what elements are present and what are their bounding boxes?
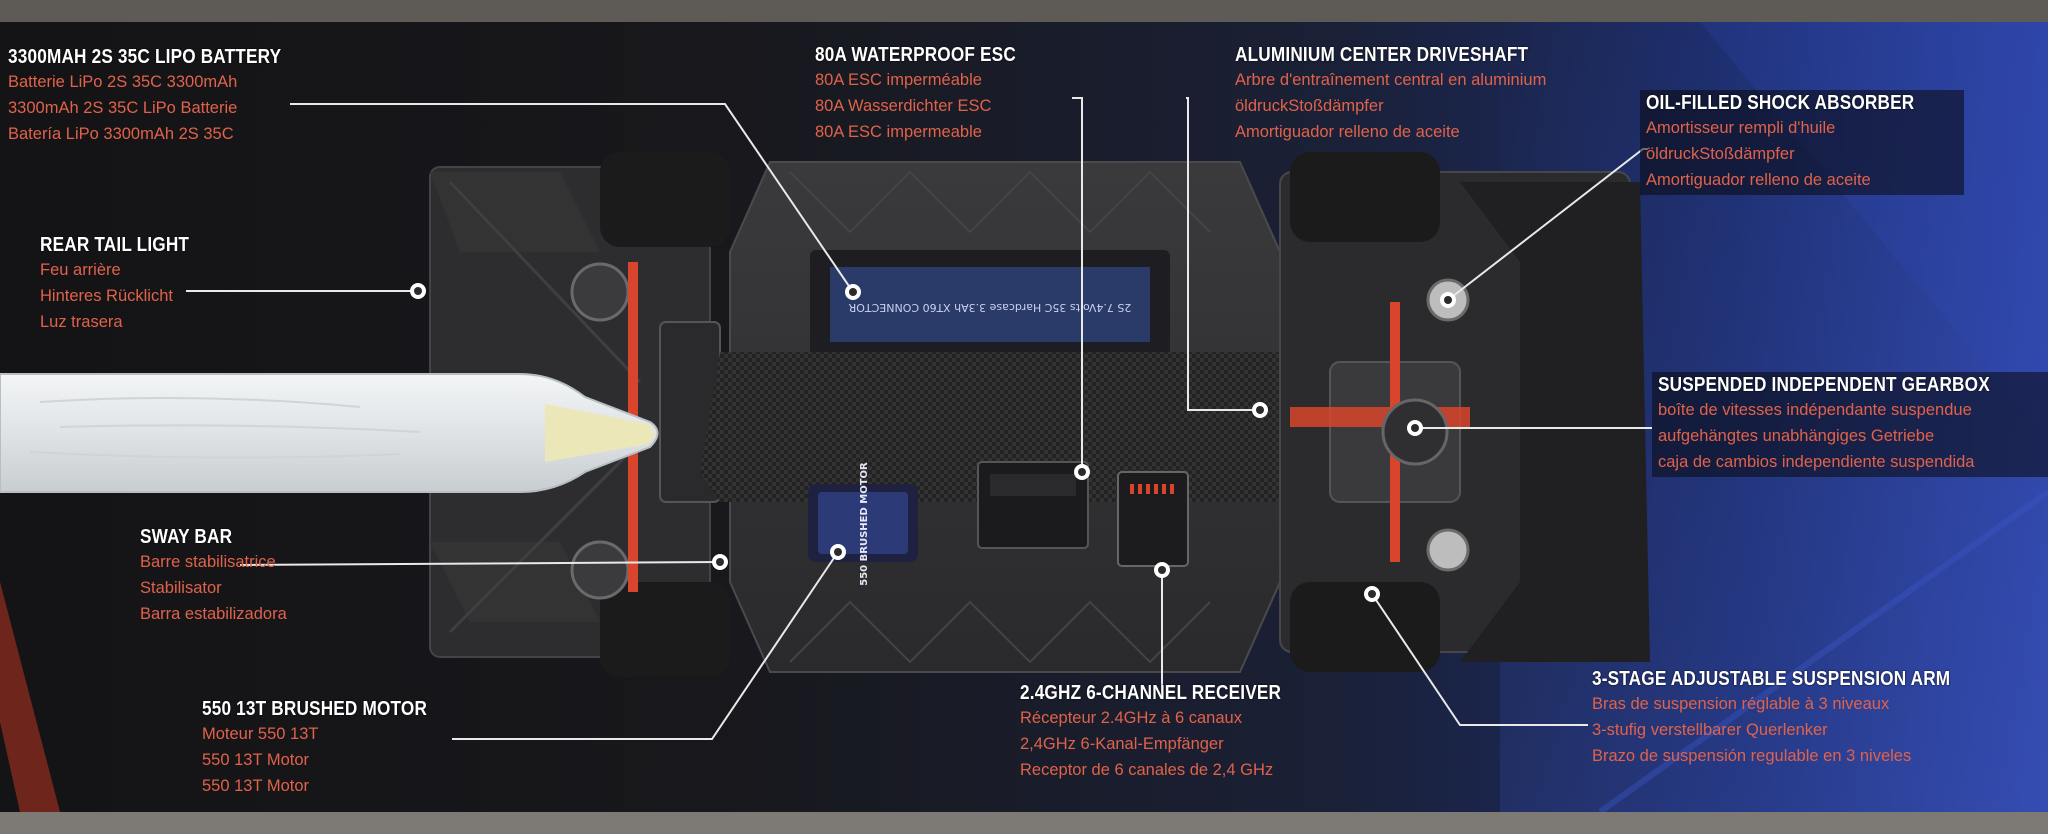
motor-label-print: 550 BRUSHED MOTOR [859,462,870,586]
callout-taillight-es: Luz trasera [40,313,123,331]
callout-taillight-title: REAR TAIL LIGHT [40,234,190,256]
callout-shock-fr: Amortisseur rempli d'huile [1646,119,1836,137]
callout-gearbox-es: caja de cambios independiente suspendida [1658,453,1975,471]
callout-driveshaft-es: Amortiguador relleno de aceite [1235,123,1460,141]
callout-esc: 80A WATERPROOF ESC 80A ESC imperméable 8… [815,44,1049,145]
callout-driveshaft-title: ALUMINIUM CENTER DRIVESHAFT [1235,44,1529,66]
callout-dots [410,283,1456,602]
callout-arm: 3-STAGE ADJUSTABLE SUSPENSION ARM Bras d… [1592,668,2009,769]
main-chassis-tray: 2S 7.4Volts 35C Hardcase 3.3Ah XT60 CONN… [700,161,1300,673]
callout-arm-de: 3-stufig verstellbarer Querlenker [1592,721,1828,739]
callout-swaybar-title: SWAY BAR [140,526,233,548]
background-surface-bottom [0,812,2048,834]
callout-battery-title: 3300MAH 2S 35C LIPO BATTERY [8,46,282,68]
callout-shock-de: öldruckStoßdämpfer [1646,145,1795,163]
callout-esc-fr: 80A ESC imperméable [815,71,982,89]
callout-receiver: 2.4GHZ 6-CHANNEL RECEIVER Récepteur 2.4G… [1020,682,1324,783]
box-handle [0,373,659,493]
callout-motor: 550 13T BRUSHED MOTOR Moteur 550 13T 550… [202,698,464,799]
callout-leader-lines [186,97,1652,740]
callout-motor-es: 550 13T Motor [202,777,310,795]
callout-receiver-fr: Récepteur 2.4GHz à 6 canaux [1020,709,1242,727]
callout-swaybar-de: Stabilisator [140,579,222,597]
callout-swaybar-fr: Barre stabilisatrice [140,553,276,571]
callout-shock-title: OIL-FILLED SHOCK ABSORBER [1646,92,1915,114]
callout-battery-fr: Batterie LiPo 2S 35C 3300mAh [8,73,238,91]
callout-motor-de: 550 13T Motor [202,751,310,769]
callout-receiver-es: Receptor de 6 canales de 2,4 GHz [1020,761,1274,779]
callout-receiver-de: 2,4GHz 6-Kanal-Empfänger [1020,735,1224,753]
callout-shock: OIL-FILLED SHOCK ABSORBER Amortisseur re… [1640,90,1965,195]
callout-motor-title: 550 13T BRUSHED MOTOR [202,698,428,720]
callout-gearbox-title: SUSPENDED INDEPENDENT GEARBOX [1658,374,1990,396]
callout-swaybar: SWAY BAR Barre stabilisatrice Stabilisat… [140,526,287,627]
callout-driveshaft-fr: Arbre d'entraînement central en aluminiu… [1235,71,1547,89]
front-chassis-section [1279,152,1650,672]
callout-arm-es: Brazo de suspensión regulable en 3 nivel… [1592,747,1912,765]
callout-gearbox-de: aufgehängtes unabhängiges Getriebe [1658,427,1935,445]
callout-driveshaft-de: öldruckStoßdämpfer [1235,97,1384,115]
product-box-panel: 2S 7.4Volts 35C Hardcase 3.3Ah XT60 CONN… [0,22,2048,812]
callout-taillight: REAR TAIL LIGHT Feu arrière Hinteres Rüc… [40,234,213,335]
callout-motor-fr: Moteur 550 13T [202,725,319,743]
callout-swaybar-es: Barra estabilizadora [140,605,287,623]
callout-arm-title: 3-STAGE ADJUSTABLE SUSPENSION ARM [1592,668,1951,690]
callout-esc-es: 80A ESC impermeable [815,123,982,141]
callout-shock-es: Amortiguador relleno de aceite [1646,171,1871,189]
callout-gearbox: SUSPENDED INDEPENDENT GEARBOX boîte de v… [1652,372,2048,477]
callout-esc-de: 80A Wasserdichter ESC [815,97,992,115]
callout-driveshaft: ALUMINIUM CENTER DRIVESHAFT Arbre d'entr… [1235,44,1576,145]
callout-taillight-de: Hinteres Rücklicht [40,287,173,305]
callout-arm-fr: Bras de suspension réglable à 3 niveaux [1592,695,1890,713]
callout-battery-es: Batería LiPo 3300mAh 2S 35C [8,125,234,143]
callout-esc-title: 80A WATERPROOF ESC [815,44,1016,66]
callout-taillight-fr: Feu arrière [40,261,121,279]
background-surface-top [0,0,2048,22]
battery-label-print: 2S 7.4Volts 35C Hardcase 3.3Ah XT60 CONN… [848,301,1131,314]
callout-battery: 3300MAH 2S 35C LIPO BATTERY Batterie LiP… [8,46,326,147]
callout-receiver-title: 2.4GHZ 6-CHANNEL RECEIVER [1020,682,1282,704]
callout-gearbox-fr: boîte de vitesses indépendante suspendue [1658,401,1972,419]
callout-battery-de: 3300mAh 2S 35C LiPo Batterie [8,99,238,117]
